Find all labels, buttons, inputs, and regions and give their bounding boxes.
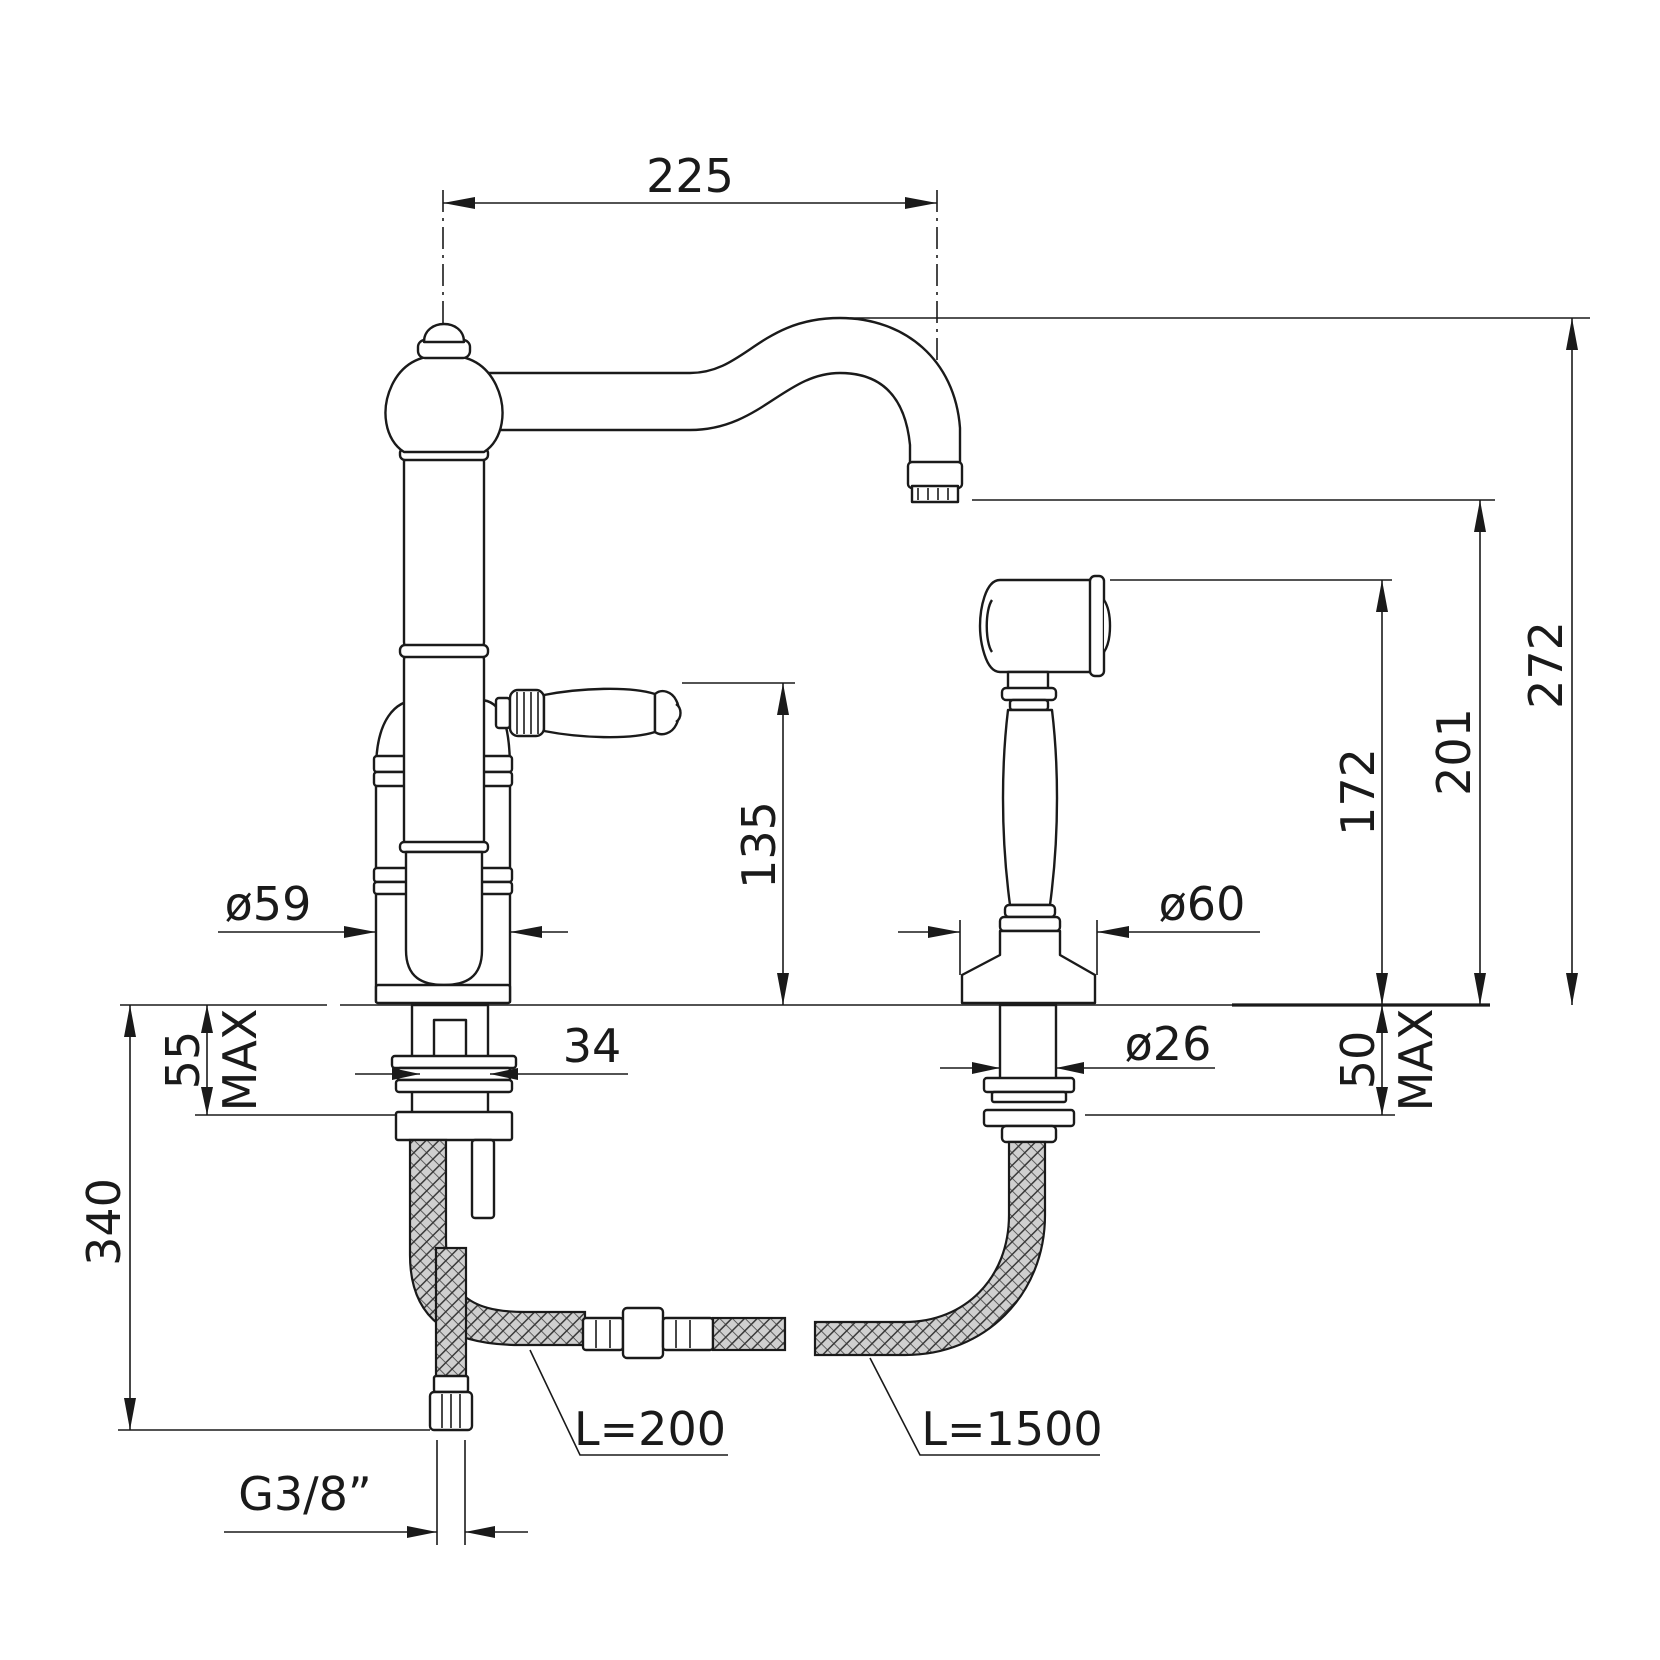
leader-supply-hose: L=200 <box>529 1349 728 1456</box>
label-thread-size: G3/8” <box>238 1467 372 1521</box>
dim-spout-outlet-height: 201 <box>972 499 1495 1005</box>
dim-shank-width: 34 <box>355 1019 628 1080</box>
center-lines <box>442 190 938 990</box>
dim-thread-size: G3/8” <box>224 1440 528 1545</box>
label-spray-shank-diameter: ø26 <box>1125 1017 1212 1071</box>
leader-spray-hose: L=1500 <box>869 1357 1103 1456</box>
dim-spray-deck-thickness: 50 MAX <box>1085 1005 1443 1116</box>
label-spray-base-diameter: ø60 <box>1159 877 1246 931</box>
dim-total-height: 272 <box>850 317 1590 1005</box>
dim-hose-overall: 340 <box>77 1005 430 1431</box>
label-spray-deck-thickness: 50 <box>1331 1031 1385 1090</box>
label-lever-height: 135 <box>732 801 786 889</box>
label-mixer-base-diameter: ø59 <box>225 877 312 931</box>
dim-spray-base-diameter: ø60 <box>898 877 1260 975</box>
label-supply-hose-length: L=200 <box>574 1402 726 1456</box>
label-shank-width: 34 <box>563 1019 622 1073</box>
dim-spray-height: 172 <box>1110 579 1392 1005</box>
label-spout-outlet-height: 201 <box>1427 708 1481 796</box>
label-total-height: 272 <box>1519 621 1573 709</box>
side-spray <box>813 574 1112 1357</box>
label-spray-hose-length: L=1500 <box>921 1402 1102 1456</box>
label-mixer-deck-max: MAX <box>213 1009 267 1112</box>
mixer-tap <box>372 316 964 1432</box>
dim-spout-reach: 225 <box>443 149 937 209</box>
label-spray-deck-max: MAX <box>1389 1009 1443 1112</box>
label-spout-reach: 225 <box>646 149 734 203</box>
dim-mixer-deck-thickness: 55 MAX <box>156 1005 396 1116</box>
label-hose-overall: 340 <box>77 1178 131 1266</box>
label-mixer-deck-thickness: 55 <box>156 1031 210 1090</box>
label-spray-height: 172 <box>1331 748 1385 836</box>
dim-lever-height: 135 <box>682 682 795 1005</box>
dim-spray-shank-diameter: ø26 <box>940 1017 1215 1074</box>
dim-mixer-base-diameter: ø59 <box>218 877 568 938</box>
